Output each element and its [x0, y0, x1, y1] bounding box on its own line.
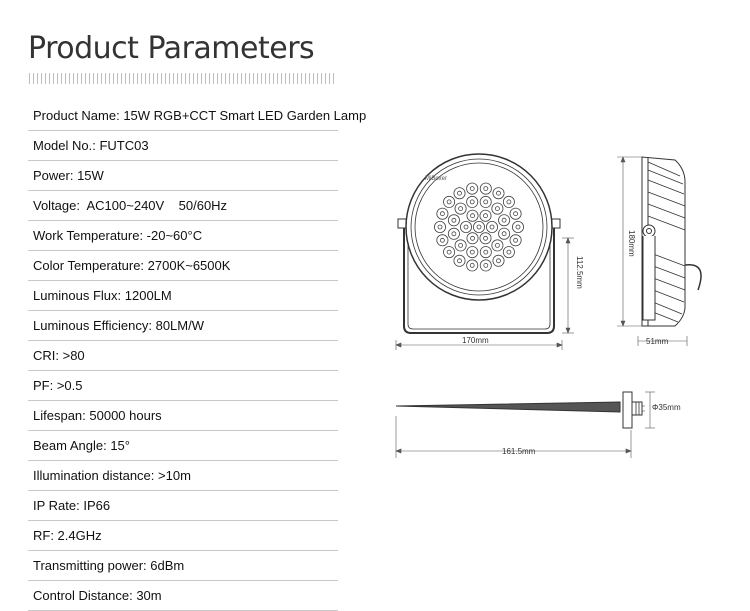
dimension-drawings: MiBoxer 170mm 112.5mm 180mm	[395, 153, 702, 458]
param-row: Voltage: AC100~240V 50/60Hz	[28, 191, 338, 221]
led-lens-center	[483, 263, 489, 268]
led-lens-center	[495, 243, 500, 248]
param-text: Control Distance: 30m	[33, 588, 162, 603]
param-text: Transmitting power: 6dBm	[33, 558, 185, 573]
width-label: 170mm	[462, 336, 489, 345]
led-lens-center	[457, 258, 462, 264]
led-lens-center	[495, 206, 500, 211]
led-lens-center	[458, 243, 463, 248]
side-height-dimension	[617, 156, 642, 327]
led-lens-center	[476, 224, 482, 230]
led-lens-center	[469, 199, 475, 205]
led-lens-center	[469, 186, 475, 191]
led-lens-center	[451, 231, 457, 237]
led-lens-center	[483, 186, 489, 191]
led-lens-center	[483, 249, 489, 255]
param-row: Lifespan: 50000 hours	[28, 401, 338, 431]
param-row: IP Rate: IP66	[28, 491, 338, 521]
side-height-label: 180mm	[627, 230, 636, 257]
led-lens-center	[496, 258, 501, 264]
led-lens-center	[470, 213, 475, 219]
spike-drawing	[395, 391, 645, 429]
led-lens-center	[457, 190, 462, 196]
param-text: Power: 15W	[33, 168, 104, 183]
front-view-drawing	[397, 153, 561, 334]
param-row: Control Distance: 30m	[28, 581, 338, 611]
led-lens-center	[515, 224, 521, 230]
led-lens-center	[440, 237, 445, 243]
param-row: Illumination distance: >10m	[28, 461, 338, 491]
led-lens-center	[513, 211, 519, 217]
param-row: Beam Angle: 15°	[28, 431, 338, 461]
spike-length-dimension	[395, 416, 632, 458]
led-lens-center	[440, 211, 445, 217]
led-lens-center	[483, 199, 489, 205]
led-lens-center	[501, 217, 507, 223]
param-row: Luminous Efficiency: 80LM/W	[28, 311, 338, 341]
param-text: Work Temperature: -20~60°C	[33, 228, 203, 243]
led-lens-center	[483, 213, 488, 219]
param-row: RF: 2.4GHz	[28, 521, 338, 551]
param-text: Luminous Flux: 1200LM	[33, 288, 172, 303]
led-lens-center	[496, 190, 501, 196]
side-view-drawing	[641, 156, 702, 327]
led-lens-center	[446, 249, 452, 255]
page-title: Product Parameters	[28, 31, 315, 66]
param-text: Voltage: AC100~240V 50/60Hz	[33, 198, 228, 213]
param-text: Product Name: 15W RGB+CCT Smart LED Gard…	[33, 108, 367, 123]
param-text: Model No.: FUTC03	[33, 138, 149, 153]
spike-diameter-dimension	[645, 391, 655, 429]
param-row: PF: >0.5	[28, 371, 338, 401]
param-row: Color Temperature: 2700K~6500K	[28, 251, 338, 281]
param-row: Model No.: FUTC03	[28, 131, 338, 161]
led-lens-center	[451, 217, 457, 223]
param-text: PF: >0.5	[33, 378, 83, 393]
spike-diameter-label: Φ35mm	[652, 403, 681, 412]
param-row: Transmitting power: 6dBm	[28, 551, 338, 581]
led-lens-center	[463, 224, 469, 230]
depth-label: 51mm	[646, 337, 669, 346]
depth-dimension	[637, 336, 688, 346]
param-row: Power: 15W	[28, 161, 338, 191]
led-lens-center	[469, 263, 475, 268]
spike-length-label: 161.5mm	[502, 447, 536, 456]
led-lens-center	[470, 235, 475, 241]
led-lens-center	[489, 224, 495, 230]
brand-logo: MiBoxer	[425, 176, 447, 182]
param-row: Work Temperature: -20~60°C	[28, 221, 338, 251]
param-text: RF: 2.4GHz	[33, 528, 102, 543]
param-row: CRI: >80	[28, 341, 338, 371]
led-lens-center	[506, 199, 512, 205]
param-row: Product Name: 15W RGB+CCT Smart LED Gard…	[28, 101, 366, 131]
led-lens-center	[469, 249, 475, 255]
param-text: CRI: >80	[33, 348, 85, 363]
height-dimension	[562, 237, 574, 334]
led-array	[434, 182, 524, 272]
led-lens-center	[506, 249, 512, 255]
param-text: IP Rate: IP66	[33, 498, 111, 513]
led-lens-center	[446, 199, 452, 205]
param-text: Illumination distance: >10m	[33, 468, 191, 483]
led-lens-center	[458, 206, 463, 211]
parameter-list: Product Name: 15W RGB+CCT Smart LED Gard…	[28, 101, 366, 611]
height-label: 112.5mm	[575, 256, 584, 289]
param-text: Beam Angle: 15°	[33, 438, 130, 453]
led-lens-center	[501, 231, 507, 237]
param-row: Luminous Flux: 1200LM	[28, 281, 338, 311]
title-tick-rule	[29, 73, 335, 84]
param-text: Lifespan: 50000 hours	[33, 408, 162, 423]
led-lens-center	[513, 237, 519, 243]
param-text: Color Temperature: 2700K~6500K	[33, 258, 231, 273]
param-text: Luminous Efficiency: 80LM/W	[33, 318, 204, 333]
width-dimension	[395, 340, 563, 350]
led-lens-center	[483, 235, 488, 241]
led-lens-center	[437, 224, 443, 230]
